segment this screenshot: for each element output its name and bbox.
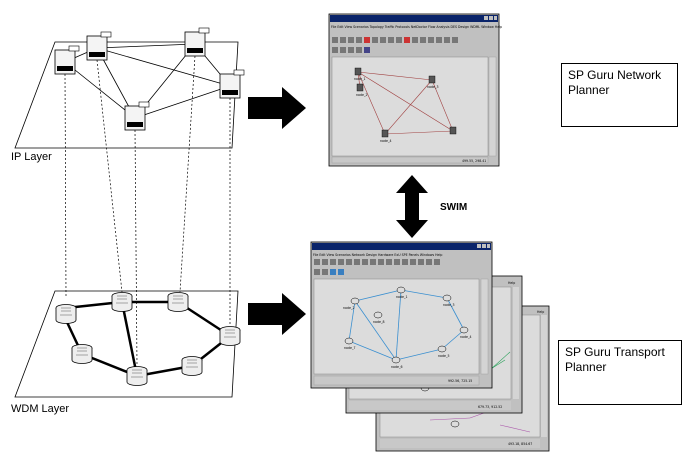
node-label: node_7 xyxy=(344,346,356,350)
transport-node-icon[interactable] xyxy=(459,326,469,334)
node-icon[interactable] xyxy=(354,67,362,76)
node-icon[interactable] xyxy=(449,126,457,135)
transport-menu-bar: File Edit View Scenarios Network Design … xyxy=(313,253,442,257)
arrow-right-icon xyxy=(248,87,306,129)
transport-node-icon[interactable] xyxy=(373,311,383,319)
layer-mapping-lines xyxy=(64,55,231,367)
node-label: node_5 xyxy=(438,354,450,358)
wdm-layer-label: WDM Layer xyxy=(11,403,70,415)
node-icon[interactable] xyxy=(381,129,389,138)
ip-router-icon xyxy=(184,27,210,57)
ip-router-icon xyxy=(124,101,150,131)
wdm-fiber-links xyxy=(348,289,465,361)
wdm-links xyxy=(64,300,231,378)
ip-router-icon xyxy=(86,31,112,61)
node-icon[interactable] xyxy=(428,75,436,84)
node-icon[interactable] xyxy=(356,83,364,92)
node-label: node_4 xyxy=(380,139,392,143)
toolbar xyxy=(332,37,458,53)
transport-node-icon[interactable] xyxy=(442,294,452,302)
wdm-node-icon xyxy=(219,326,241,346)
arrow-right-icon xyxy=(248,293,306,335)
network-planner-line-2: Planner xyxy=(568,83,610,97)
ip-router-icon xyxy=(54,45,80,75)
coordinates-readout: 493.18, 854.67 xyxy=(508,442,532,446)
node-label: node_8 xyxy=(373,320,385,324)
ip-layer-plane xyxy=(14,27,245,149)
wdm-node-icon xyxy=(167,292,189,312)
transport-planner-label: SP Guru Transport Planner xyxy=(558,340,682,405)
node-label: node_4 xyxy=(460,335,472,339)
wdm-layer-plane xyxy=(14,290,241,398)
coordinates-readout: 499.55, 298.41 xyxy=(462,159,486,163)
ip-layer-label: IP Layer xyxy=(11,151,52,163)
node-label: node_2 xyxy=(343,306,355,310)
transport-planner-line-2: Planner xyxy=(565,360,607,374)
node-label: node_3 xyxy=(443,303,455,307)
transport-planner-line-1: SP Guru Transport xyxy=(565,345,665,359)
coordinates-readout: 992.56, 725.15 xyxy=(448,379,472,383)
wdm-node-icon xyxy=(55,304,77,324)
transport-node-icon[interactable] xyxy=(350,297,360,305)
network-planner-window xyxy=(328,13,500,167)
transport-node-icon[interactable] xyxy=(437,345,447,353)
menu-item-help[interactable]: Help xyxy=(508,281,515,285)
node-label: node_1 xyxy=(396,295,408,299)
node-label: node_6 xyxy=(391,365,403,369)
ip-router-icon xyxy=(219,69,245,99)
bidirectional-arrow-icon xyxy=(396,175,428,238)
network-menu-bar: File Edit View Scenarios Topology Traffi… xyxy=(331,25,502,29)
coordinates-readout: 679.73, 912.52 xyxy=(478,405,502,409)
wdm-node-icon xyxy=(111,292,133,312)
transport-node-icon[interactable] xyxy=(344,337,354,345)
vertical-scrollbar[interactable] xyxy=(480,278,489,375)
ip-logical-links xyxy=(357,71,454,135)
vertical-scrollbar[interactable] xyxy=(488,56,497,157)
transport-node-icon[interactable] xyxy=(391,356,401,364)
network-planner-line-1: SP Guru Network xyxy=(568,68,662,82)
node-label: node_2 xyxy=(356,93,368,97)
wdm-node-icon xyxy=(181,356,203,376)
wdm-node-icon xyxy=(126,366,148,386)
node-label: node_3 xyxy=(427,85,439,89)
transport-node-icon[interactable] xyxy=(396,286,406,294)
node-label: node_1 xyxy=(354,77,366,81)
network-planner-label: SP Guru Network Planner xyxy=(561,63,678,127)
menu-item-help[interactable]: Help xyxy=(537,310,544,314)
transport-planner-window-front xyxy=(310,241,493,389)
wdm-node-icon xyxy=(71,344,93,364)
swim-link-label: SWIM xyxy=(440,202,468,213)
